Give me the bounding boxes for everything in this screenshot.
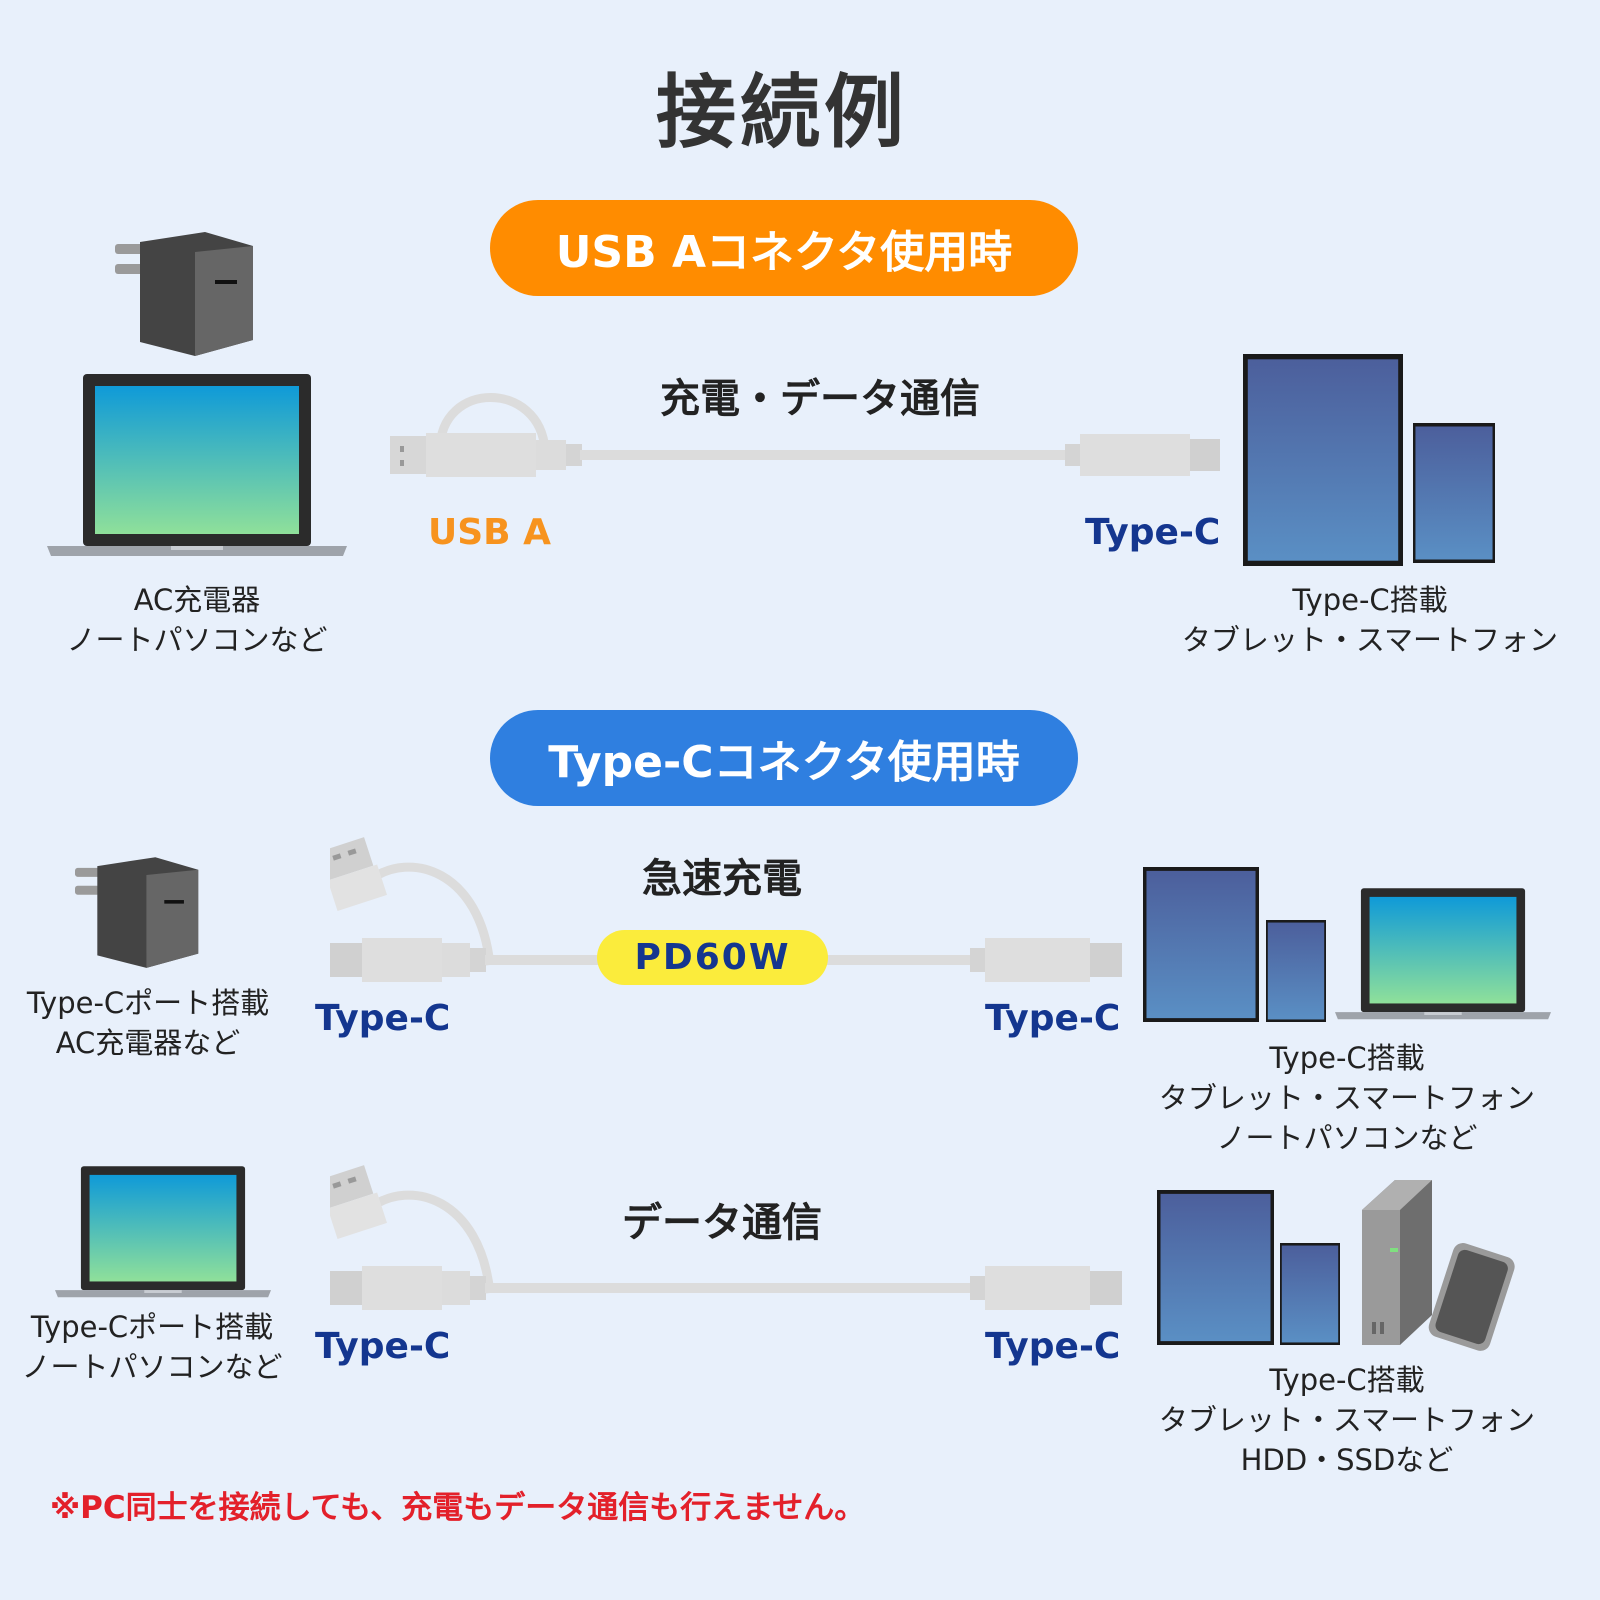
ac-charger-icon: [115, 232, 253, 356]
right-connector-label: Type-C: [985, 998, 1121, 1039]
left-device-caption: AC充電器 ノートパソコンなど: [66, 580, 327, 660]
warning-note: ※PC同士を接続しても、充電もデータ通信も行えません。: [50, 1490, 866, 1526]
caption-line: AC充電器: [133, 583, 261, 617]
ssd-icon: [1428, 1243, 1515, 1351]
pd-badge: PD60W: [597, 930, 828, 985]
left-device-caption: Type-Cポート搭載 AC充電器など: [27, 983, 269, 1063]
left-connector-label: Type-C: [315, 998, 451, 1039]
laptop-icon: [55, 1166, 271, 1298]
page-title: 接続例: [656, 66, 908, 159]
left-connector-label: USB A: [428, 512, 551, 553]
left-device-caption: Type-Cポート搭載 ノートパソコンなど: [21, 1307, 282, 1387]
right-device-caption: Type-C搭載 タブレット・スマートフォン ノートパソコンなど: [1159, 1038, 1535, 1158]
usage-label: 急速充電: [642, 856, 802, 902]
type-c-section-header: Type-Cコネクタ使用時: [490, 710, 1078, 806]
usage-label: データ通信: [622, 1200, 822, 1246]
caption-line: Type-C搭載: [1292, 583, 1448, 617]
caption-line: HDD・SSDなど: [1240, 1443, 1454, 1477]
smartphone-icon: [1266, 920, 1326, 1022]
caption-line: タブレット・スマートフォン: [1158, 1403, 1536, 1437]
ac-charger-icon: [75, 857, 199, 968]
caption-line: Type-C搭載: [1269, 1041, 1425, 1075]
right-device-caption: Type-C搭載 タブレット・スマートフォン: [1182, 580, 1558, 660]
hdd-icon: [1362, 1180, 1432, 1345]
usage-label: 充電・データ通信: [660, 376, 980, 422]
caption-line: ノートパソコンなど: [1216, 1121, 1478, 1155]
caption-line: Type-Cポート搭載: [26, 986, 270, 1020]
right-connector-label: Type-C: [985, 1326, 1121, 1367]
caption-line: Type-Cポート搭載: [30, 1310, 274, 1344]
caption-line: AC充電器など: [55, 1026, 241, 1060]
caption-line: Type-C搭載: [1269, 1363, 1425, 1397]
laptop-icon: [1335, 888, 1551, 1020]
caption-line: ノートパソコンなど: [66, 623, 328, 657]
caption-line: タブレット・スマートフォン: [1158, 1081, 1536, 1115]
tablet-icon: [1143, 867, 1259, 1022]
left-connector-label: Type-C: [315, 1326, 451, 1367]
smartphone-icon: [1280, 1243, 1340, 1345]
tablet-icon: [1243, 354, 1403, 566]
right-device-caption: Type-C搭載 タブレット・スマートフォン HDD・SSDなど: [1159, 1360, 1535, 1480]
smartphone-icon: [1413, 423, 1495, 563]
caption-line: タブレット・スマートフォン: [1181, 623, 1559, 657]
tablet-icon: [1157, 1190, 1274, 1345]
laptop-icon: [47, 374, 347, 556]
caption-line: ノートパソコンなど: [21, 1350, 283, 1384]
usb-a-section-header: USB Aコネクタ使用時: [490, 200, 1078, 296]
right-connector-label: Type-C: [1085, 512, 1221, 553]
